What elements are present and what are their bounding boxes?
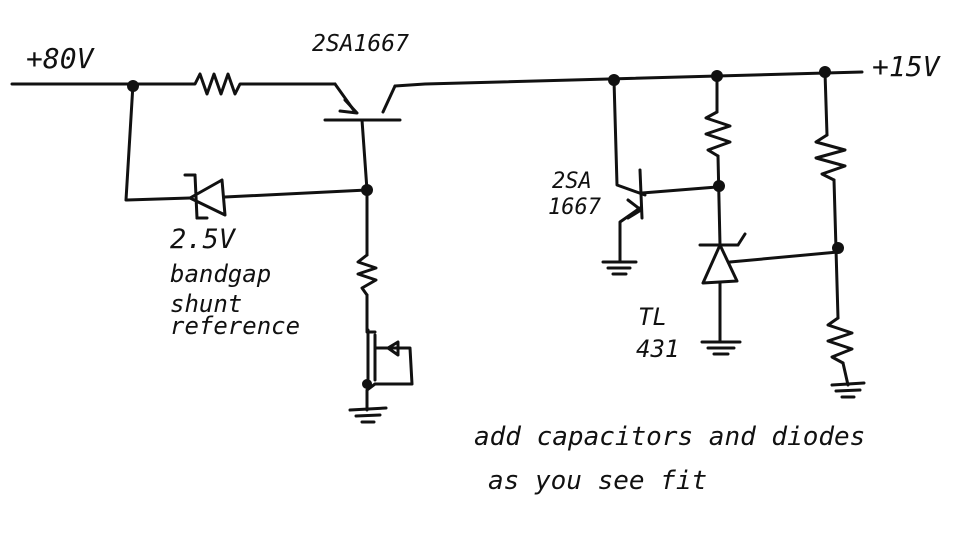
ground-symbol-3 — [700, 340, 742, 356]
junction-dot — [362, 379, 372, 389]
r4-top-wire — [823, 70, 829, 137]
resistor-r4 — [814, 133, 847, 182]
note-line2: as you see fit — [488, 466, 708, 496]
junction-dot — [713, 180, 725, 192]
q2-label-line1: 2SA — [552, 169, 592, 194]
shunt-cathode-bend-icon — [183, 173, 209, 220]
note-line1: add capacitors and diodes — [474, 422, 866, 452]
ground-symbol-4 — [830, 381, 866, 399]
junction-dot — [819, 66, 831, 78]
tl431-regulator — [698, 232, 747, 285]
shunt-label-line2: bandgap — [170, 260, 272, 288]
q1-emitter-arrow-icon — [338, 98, 359, 115]
pass-transistor-2sa1667 — [323, 82, 402, 122]
ground-symbol-1 — [348, 406, 388, 424]
junction-dot — [127, 80, 139, 92]
q2-emitter-wire — [618, 206, 642, 264]
q1-base-wire — [360, 118, 369, 192]
shunt-reference-diode — [188, 173, 227, 220]
mosfet-arrow-icon — [386, 340, 400, 357]
q2-transistor — [638, 168, 719, 220]
ground-symbol-2 — [601, 260, 638, 276]
shunt-loop-wire — [124, 82, 369, 202]
resistor-r5 — [826, 316, 854, 365]
shunt-label-line4: reference — [170, 312, 301, 340]
tl431-label-line1: TL — [638, 303, 667, 331]
resistor-r2 — [356, 253, 378, 297]
shunt-label-line3: shunt — [170, 290, 243, 318]
resistor-r1 — [183, 72, 337, 96]
junction-dot — [832, 242, 844, 254]
rail-in-label: +80V — [26, 42, 94, 75]
shunt-label-line1: 2.5V — [170, 224, 236, 255]
tl431-ref-wire — [728, 250, 840, 264]
pass-transistor-label: 2SA1667 — [312, 31, 409, 57]
junction-dot — [608, 74, 620, 86]
junction-dot — [711, 70, 723, 82]
mosfet-switch — [365, 328, 414, 412]
rail-out-label: +15V — [872, 50, 940, 83]
output-rail-wire — [393, 70, 864, 88]
q2-arrow-icon — [626, 198, 643, 220]
junction-dot — [361, 184, 373, 196]
resistor-r3 — [704, 110, 732, 158]
mosfet-drain-wire — [365, 293, 377, 334]
r5-bottom-wire — [841, 361, 850, 387]
r3-bottom-wire — [716, 154, 722, 247]
q2-label-line2: 1667 — [548, 195, 601, 220]
q2-collector-wire — [612, 78, 647, 197]
tl431-label-line2: 431 — [636, 335, 680, 363]
